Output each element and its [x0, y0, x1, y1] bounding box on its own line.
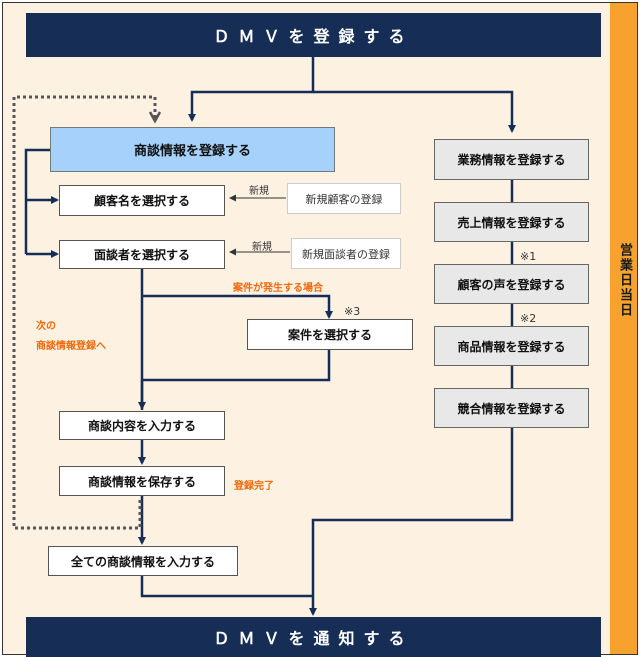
register-sales-box: 売上情報を登録する [434, 202, 589, 242]
side-label: 営業日当日 [617, 242, 632, 318]
next-note-line2: 商談情報登録へ [36, 341, 106, 352]
register-product-box: 商品情報を登録する [434, 326, 589, 366]
connector-right-bottom [309, 428, 514, 616]
connector-top-right [313, 90, 516, 133]
select-contact-box: 面談者を選択する [59, 240, 225, 269]
connector-left-bottom [140, 575, 313, 598]
select-customer-box: 顧客名を選択する [59, 185, 225, 216]
connector-case-back [142, 350, 331, 382]
register-competitor-box: 競合情報を登録する [434, 388, 589, 428]
register-deal-box: 商談情報を登録する [50, 127, 335, 172]
side-bar [610, 3, 637, 654]
connector-top [188, 57, 315, 122]
new-label-customer: 新規 [249, 186, 269, 197]
new-label-contact: 新規 [252, 242, 272, 253]
new-contact-box: 新規面談者の登録 [291, 238, 401, 269]
select-case-box: 案件を選択する [247, 319, 413, 350]
register-business-box: 業務情報を登録する [434, 139, 589, 180]
note-1: ※1 [520, 250, 537, 263]
input-content-box: 商談内容を入力する [59, 411, 225, 440]
connector-left-bracket [24, 148, 50, 254]
input-all-box: 全ての商談情報を入力する [48, 546, 238, 576]
footer-banner: ＤＭＶを通知する [26, 617, 601, 657]
note-2: ※2 [520, 312, 537, 325]
register-voice-box: 顧客の声を登録する [434, 264, 589, 304]
case-occurs-note: 案件が発生する場合 [233, 283, 323, 294]
note-3: ※3 [344, 305, 361, 318]
next-note-line1: 次の [36, 321, 56, 332]
connector-to-case [142, 294, 333, 319]
new-customer-box: 新規顧客の登録 [287, 183, 401, 214]
header-banner: ＤＭＶを登録する [26, 13, 601, 57]
registered-note: 登録完了 [234, 481, 274, 492]
save-deal-box: 商談情報を保存する [59, 466, 225, 496]
